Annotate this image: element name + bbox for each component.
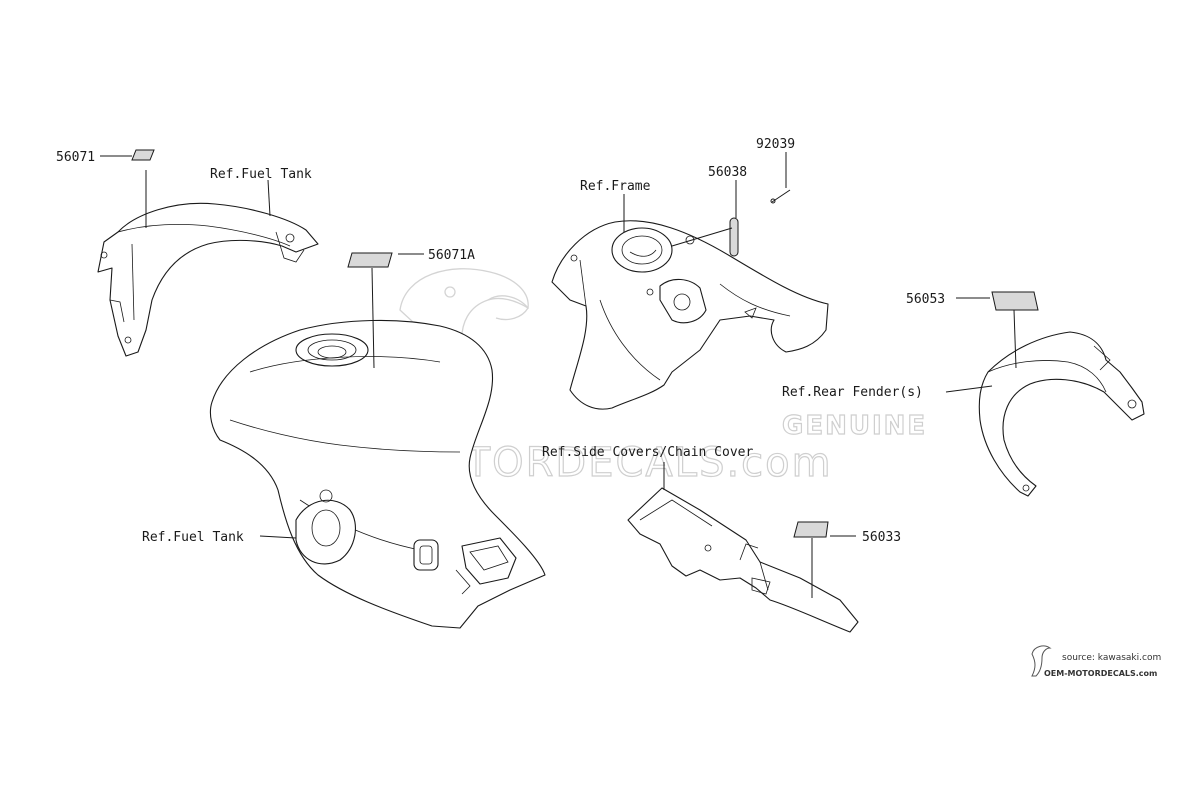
decal-56053 (991, 291, 1039, 311)
decal-56038 (729, 217, 739, 257)
watermark-genuine: GENUINE (782, 411, 927, 441)
source-line-2: OEM-MOTORDECALS.com (1044, 669, 1157, 678)
label-56071A: 56071A (428, 248, 475, 263)
label-ref-rear-fender: Ref.Rear Fender(s) (782, 385, 923, 400)
label-56038: 56038 (708, 165, 747, 180)
label-ref-side-covers: Ref.Side Covers/Chain Cover (542, 445, 753, 460)
callout-labels: 56071 Ref.Fuel Tank 56071A 92039 56038 R… (56, 137, 945, 545)
frame-part (551, 220, 829, 410)
decal-56071 (131, 149, 155, 161)
decal-56033 (793, 521, 829, 538)
label-ref-frame: Ref.Frame (580, 179, 651, 194)
label-56033: 56033 (862, 530, 901, 545)
source-line-1: source: kawasaki.com (1062, 653, 1161, 663)
decal-56071A (347, 252, 393, 268)
label-56071: 56071 (56, 150, 95, 165)
fuel-tank-part (209, 319, 546, 629)
rear-fender-part (978, 331, 1145, 497)
chain-cover-part (627, 487, 859, 633)
label-56053: 56053 (906, 292, 945, 307)
leader-lines (100, 152, 1017, 598)
label-92039: 92039 (756, 137, 795, 152)
label-ref-fuel-tank-top: Ref.Fuel Tank (210, 167, 312, 182)
bird-head-small-icon (1031, 645, 1052, 677)
fuel-tank-cover-part (97, 202, 319, 357)
decals (131, 149, 1039, 538)
source-credit: source: kawasaki.com OEM-MOTORDECALS.com (1031, 645, 1161, 678)
label-ref-fuel-tank-bottom: Ref.Fuel Tank (142, 530, 244, 545)
